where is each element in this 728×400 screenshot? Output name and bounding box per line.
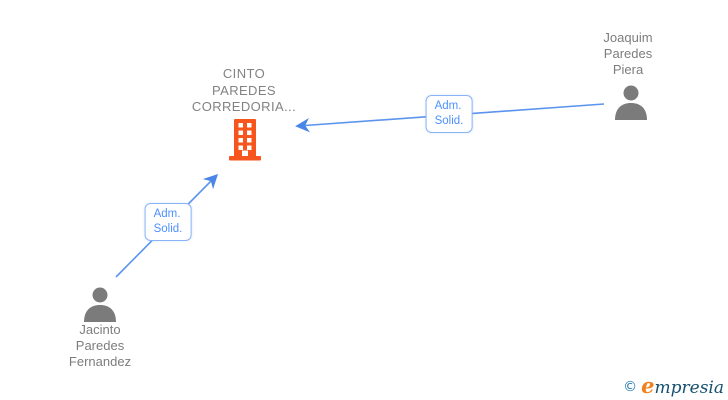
edge-label-line: Adm.	[153, 208, 181, 220]
person-icon	[612, 84, 650, 120]
edge-label-adm-solid-jacinto: Adm. Solid.	[144, 203, 192, 241]
company-name-line: CINTO	[222, 66, 266, 81]
building-icon	[226, 119, 264, 161]
brand-initial: e	[641, 373, 655, 398]
empresia-logo[interactable]: ©empresia	[623, 373, 724, 398]
edge-label-line: Adm.	[434, 100, 462, 112]
edge-label-adm-solid-joaquim: Adm. Solid.	[425, 95, 473, 133]
edge-label-line: Solid.	[434, 115, 464, 127]
person-name-line: Paredes	[75, 338, 125, 353]
edge-label-line: Solid.	[153, 223, 183, 235]
company-node[interactable]	[226, 119, 264, 161]
copyright-icon: ©	[623, 379, 638, 395]
person-icon	[81, 286, 119, 322]
person-name-line: Jacinto	[79, 322, 121, 337]
person-node-joaquim[interactable]	[612, 84, 650, 120]
person-name-line: Paredes	[603, 46, 653, 61]
person-name-line: Fernandez	[68, 354, 132, 369]
company-name-line: CORREDORIA...	[191, 99, 297, 114]
person-node-jacinto[interactable]	[81, 286, 119, 322]
brand-name: mpresia	[654, 378, 725, 398]
company-name-line: PAREDES	[212, 82, 276, 98]
person-name-line: Joaquim	[603, 30, 653, 45]
person-name-line: Piera	[612, 62, 644, 77]
company-node-label[interactable]: CINTO PAREDES CORREDORIA...	[192, 66, 296, 116]
person-node-label-joaquim[interactable]: Joaquim Paredes Piera	[603, 30, 652, 78]
person-node-label-jacinto[interactable]: Jacinto Paredes Fernandez	[69, 322, 131, 370]
